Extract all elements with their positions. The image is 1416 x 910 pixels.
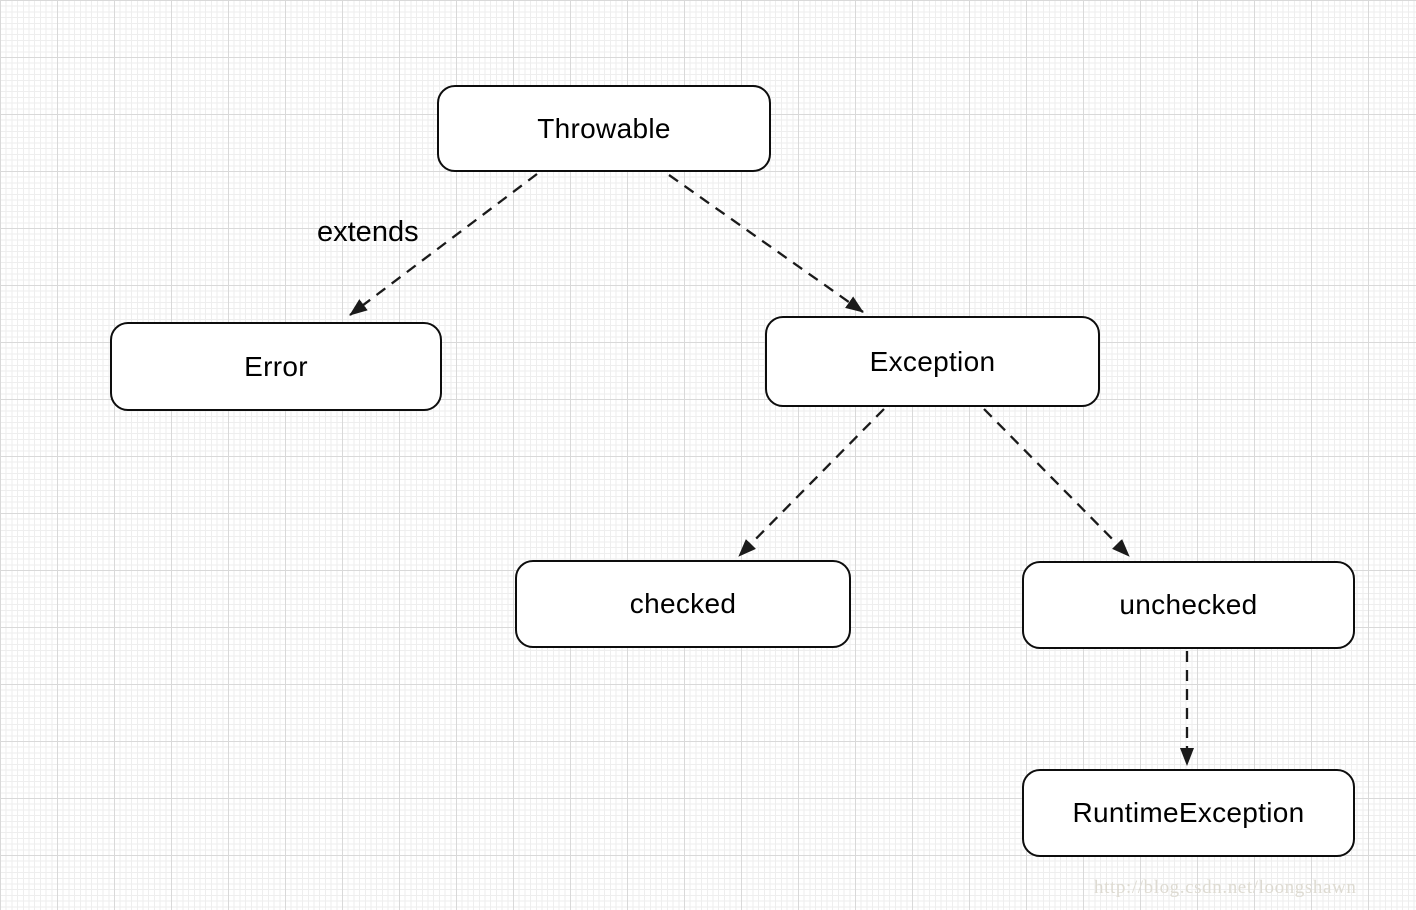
watermark-url: http://blog.csdn.net/loongshawn (1094, 877, 1357, 898)
node-checked-label: checked (629, 588, 737, 619)
node-exception: Exception (765, 316, 1100, 407)
edge-exception-checked (738, 408, 885, 557)
node-unchecked-label: unchecked (1119, 589, 1258, 620)
node-exception-label: Exception (869, 345, 996, 377)
node-runtimeexception-label: RuntimeException (1072, 797, 1305, 828)
edge-label-extends: extends (317, 216, 419, 248)
edge-exception-unchecked (983, 408, 1130, 557)
node-error: Error (110, 322, 442, 411)
node-runtimeexception: RuntimeException (1022, 769, 1355, 857)
node-unchecked: unchecked (1022, 561, 1355, 649)
edge-throwable-exception (668, 174, 864, 313)
node-error-label: Error (244, 350, 308, 382)
node-checked: checked (515, 560, 851, 648)
node-throwable: Throwable (437, 85, 771, 172)
node-throwable-label: Throwable (537, 112, 671, 144)
